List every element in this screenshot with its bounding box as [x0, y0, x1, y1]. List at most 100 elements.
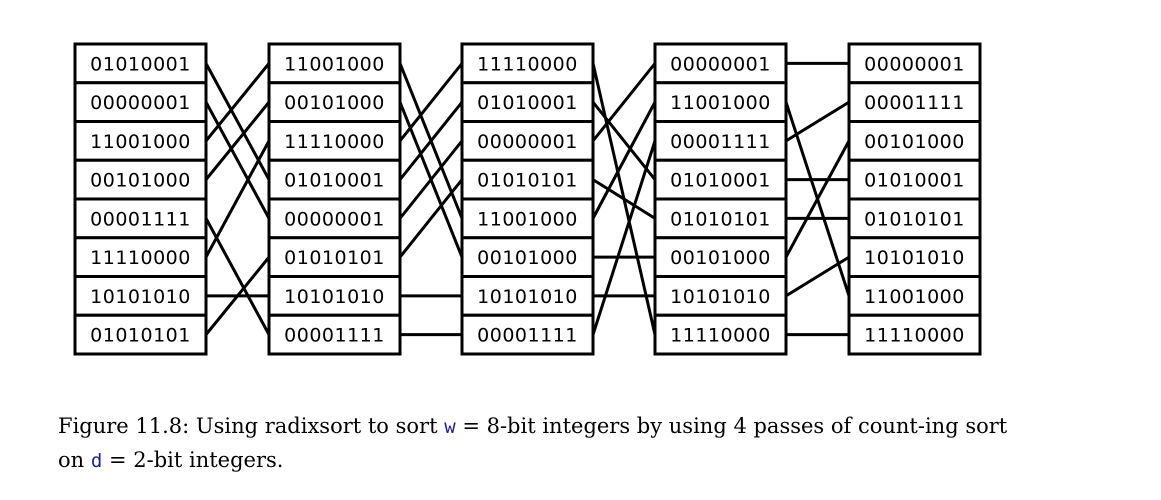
connection-line	[204, 256, 271, 336]
value-label: 01010101	[284, 247, 385, 269]
value-cell	[73, 313, 208, 356]
value-cell	[847, 197, 982, 240]
connection-lines	[204, 61, 851, 337]
value-cell	[653, 81, 788, 123]
connection-line	[398, 139, 464, 220]
value-label: 01010101	[670, 208, 771, 230]
value-cell	[847, 42, 982, 85]
value-label: 00001111	[864, 92, 965, 114]
value-label: 00000001	[284, 208, 385, 230]
value-cell	[460, 236, 595, 278]
value-label: 11110000	[90, 247, 191, 269]
value-label: 11110000	[670, 325, 771, 347]
value-cell	[267, 236, 402, 278]
value-cell	[460, 197, 595, 240]
connection-line	[785, 100, 850, 143]
value-cell	[653, 236, 788, 278]
value-cell	[73, 236, 208, 278]
value-cell	[267, 81, 402, 123]
connection-line	[204, 217, 271, 336]
connection-line	[204, 62, 271, 142]
value-cell	[653, 42, 788, 85]
caption-suffix: = 2-bit integers.	[102, 448, 284, 472]
value-label: 00000001	[90, 92, 191, 114]
value-label: 11001000	[670, 92, 771, 114]
value-cell	[460, 81, 595, 123]
connection-line	[591, 140, 657, 336]
value-cell	[73, 81, 208, 123]
value-label: 00101000	[477, 247, 578, 269]
connection-line	[785, 255, 850, 298]
connection-line	[204, 140, 271, 258]
value-label: 00000001	[477, 131, 578, 153]
value-column: 11110000 01010001 00000001 01010101 11001000…	[460, 42, 595, 356]
value-cell	[73, 42, 208, 85]
value-cell	[460, 313, 595, 356]
value-label: 10101010	[864, 247, 965, 269]
value-label: 00101000	[864, 131, 965, 153]
caption-var-w: w	[444, 416, 456, 438]
value-label: 11001000	[477, 208, 578, 230]
value-label: 11001000	[90, 131, 191, 153]
value-cell	[267, 275, 402, 317]
value-cell	[73, 158, 208, 201]
value-label: 10101010	[284, 286, 385, 308]
value-label: 00001111	[90, 208, 191, 230]
connection-line	[591, 101, 657, 181]
connection-line	[591, 101, 657, 220]
value-column: 00000001 00001111 00101000 01010001 01010101…	[847, 42, 982, 356]
value-label: 11110000	[864, 325, 965, 347]
figure-caption: Figure 11.8: Using radixsort to sort w =…	[58, 410, 1018, 478]
value-cell	[653, 313, 788, 356]
value-cell	[847, 313, 982, 356]
value-column: 11001000 00101000 11110000 01010001 00000001…	[267, 42, 402, 356]
value-label: 00101000	[284, 92, 385, 114]
value-label: 11001000	[864, 286, 965, 308]
value-label: 00101000	[670, 247, 771, 269]
connection-line	[204, 101, 271, 181]
radixsort-diagram: 01010001 00000001 11001000 00101000 00001111…	[73, 42, 982, 356]
connection-line	[784, 140, 851, 258]
value-label: 10101010	[477, 286, 578, 308]
value-label: 00001111	[670, 131, 771, 153]
value-cell	[847, 275, 982, 317]
connection-line	[204, 101, 271, 220]
connection-line	[592, 178, 656, 220]
caption-var-d: d	[90, 450, 103, 472]
connection-line	[591, 62, 657, 142]
value-label: 11001000	[284, 53, 385, 75]
caption-prefix: Figure 11.8: Using radixsort to sort	[58, 414, 445, 438]
value-cell	[847, 158, 982, 201]
value-label: 11110000	[284, 131, 385, 153]
value-label: 01010001	[670, 170, 771, 192]
value-label: 10101010	[90, 286, 191, 308]
value-cell	[73, 275, 208, 317]
value-label: 01010101	[864, 208, 965, 230]
value-cell	[267, 42, 402, 85]
value-label: 01010101	[90, 325, 191, 347]
value-label: 01010001	[864, 170, 965, 192]
value-label: 00001111	[284, 325, 385, 347]
value-label: 01010001	[90, 53, 191, 75]
value-column: 01010001 00000001 11001000 00101000 00001111…	[73, 42, 208, 356]
connection-line	[398, 62, 464, 142]
value-label: 00001111	[477, 325, 578, 347]
value-cell	[847, 236, 982, 278]
value-cell	[460, 120, 595, 162]
value-cell	[653, 275, 788, 317]
value-cell	[267, 313, 402, 356]
connection-line	[398, 178, 464, 259]
value-label: 10101010	[670, 286, 771, 308]
value-column: 0000000111001000000011110101000101010101…	[653, 42, 788, 356]
caption-mid: = 8-bit integers by using 4 passes of co…	[58, 414, 1008, 472]
value-label: 00000001	[864, 53, 965, 75]
value-cell	[267, 120, 402, 162]
connection-line	[398, 101, 464, 181]
value-label: 01010001	[284, 170, 385, 192]
value-label: 01010001	[477, 92, 578, 114]
value-label: 00101000	[90, 170, 191, 192]
value-cell	[847, 81, 982, 123]
value-label: 01010101	[477, 170, 578, 192]
value-columns: 01010001 00000001 11001000 00101000 00001111…	[73, 42, 982, 356]
value-label: 11110000	[477, 53, 578, 75]
